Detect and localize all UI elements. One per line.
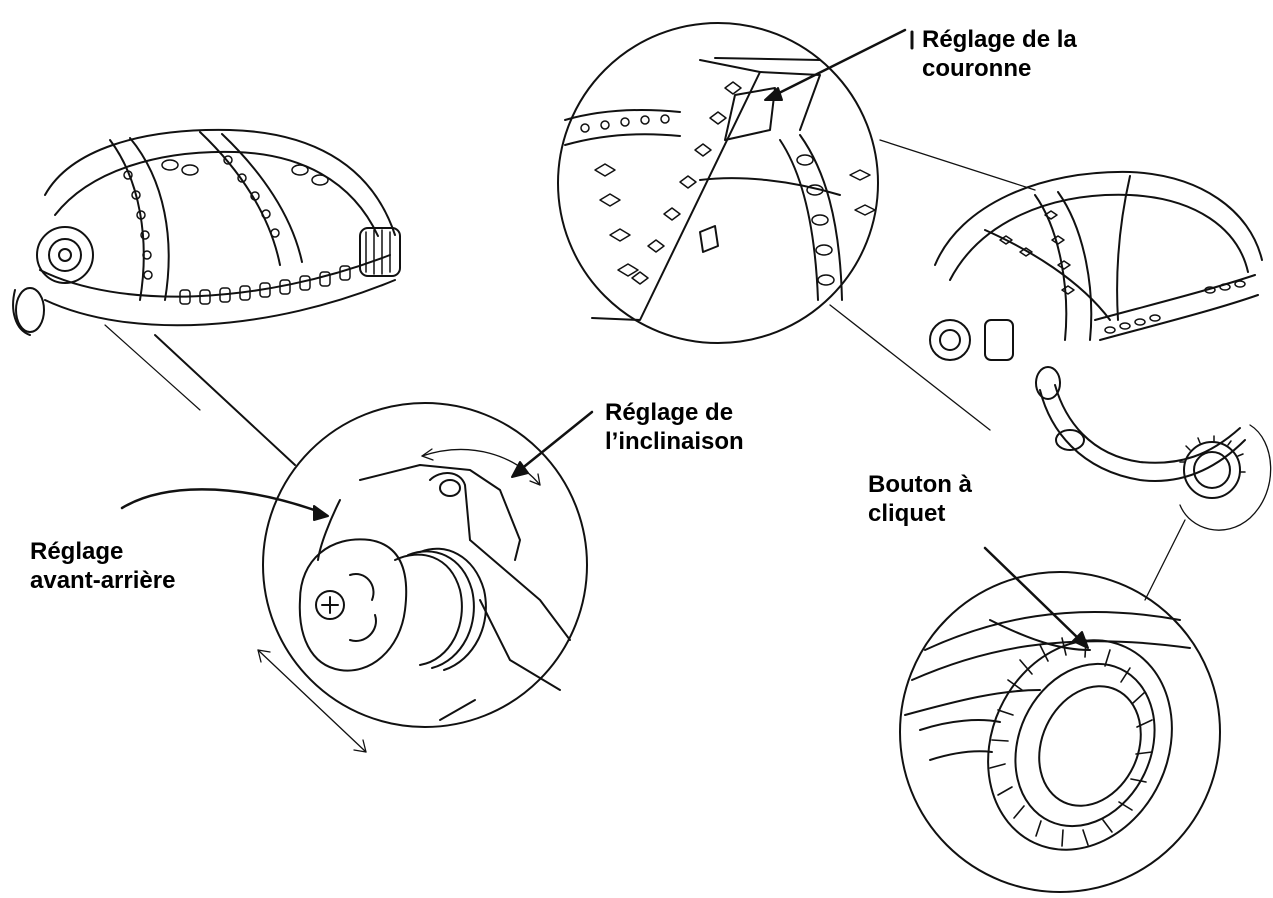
headgear-left-view bbox=[12, 128, 401, 336]
ratchet-knob-detail bbox=[899, 571, 1221, 893]
tilt-pointer bbox=[518, 410, 594, 472]
label-tilt-adjustment: Réglage de l’inclinaison bbox=[605, 398, 744, 456]
label-line: Réglage de bbox=[605, 399, 734, 426]
tilt-arrow bbox=[421, 448, 541, 486]
label-line: cliquet bbox=[868, 500, 946, 527]
callout-line bbox=[154, 334, 296, 466]
headgear-right-view bbox=[929, 170, 1263, 499]
double-arrow-icon bbox=[257, 649, 367, 753]
callout-line bbox=[104, 324, 201, 411]
label-crown-adjustment: Réglage de la couronne bbox=[922, 25, 1077, 83]
fore-aft-pointer bbox=[120, 488, 322, 514]
label-ratchet-knob: Bouton à cliquet bbox=[868, 470, 972, 528]
label-line: Réglage bbox=[30, 538, 124, 565]
crown-strap-detail bbox=[557, 22, 879, 344]
tilt-pivot-detail bbox=[262, 402, 588, 728]
label-line: avant-arrière bbox=[30, 567, 176, 594]
ratchet-pointer bbox=[983, 546, 1082, 642]
label-line: couronne bbox=[922, 55, 1032, 82]
crown-pointer bbox=[773, 28, 907, 97]
label-line: Réglage de la bbox=[922, 26, 1077, 53]
label-line: l’inclinaison bbox=[605, 428, 744, 455]
label-fore-aft-adjustment: Réglage avant-arrière bbox=[30, 537, 175, 595]
label-line: Bouton à bbox=[868, 471, 972, 498]
